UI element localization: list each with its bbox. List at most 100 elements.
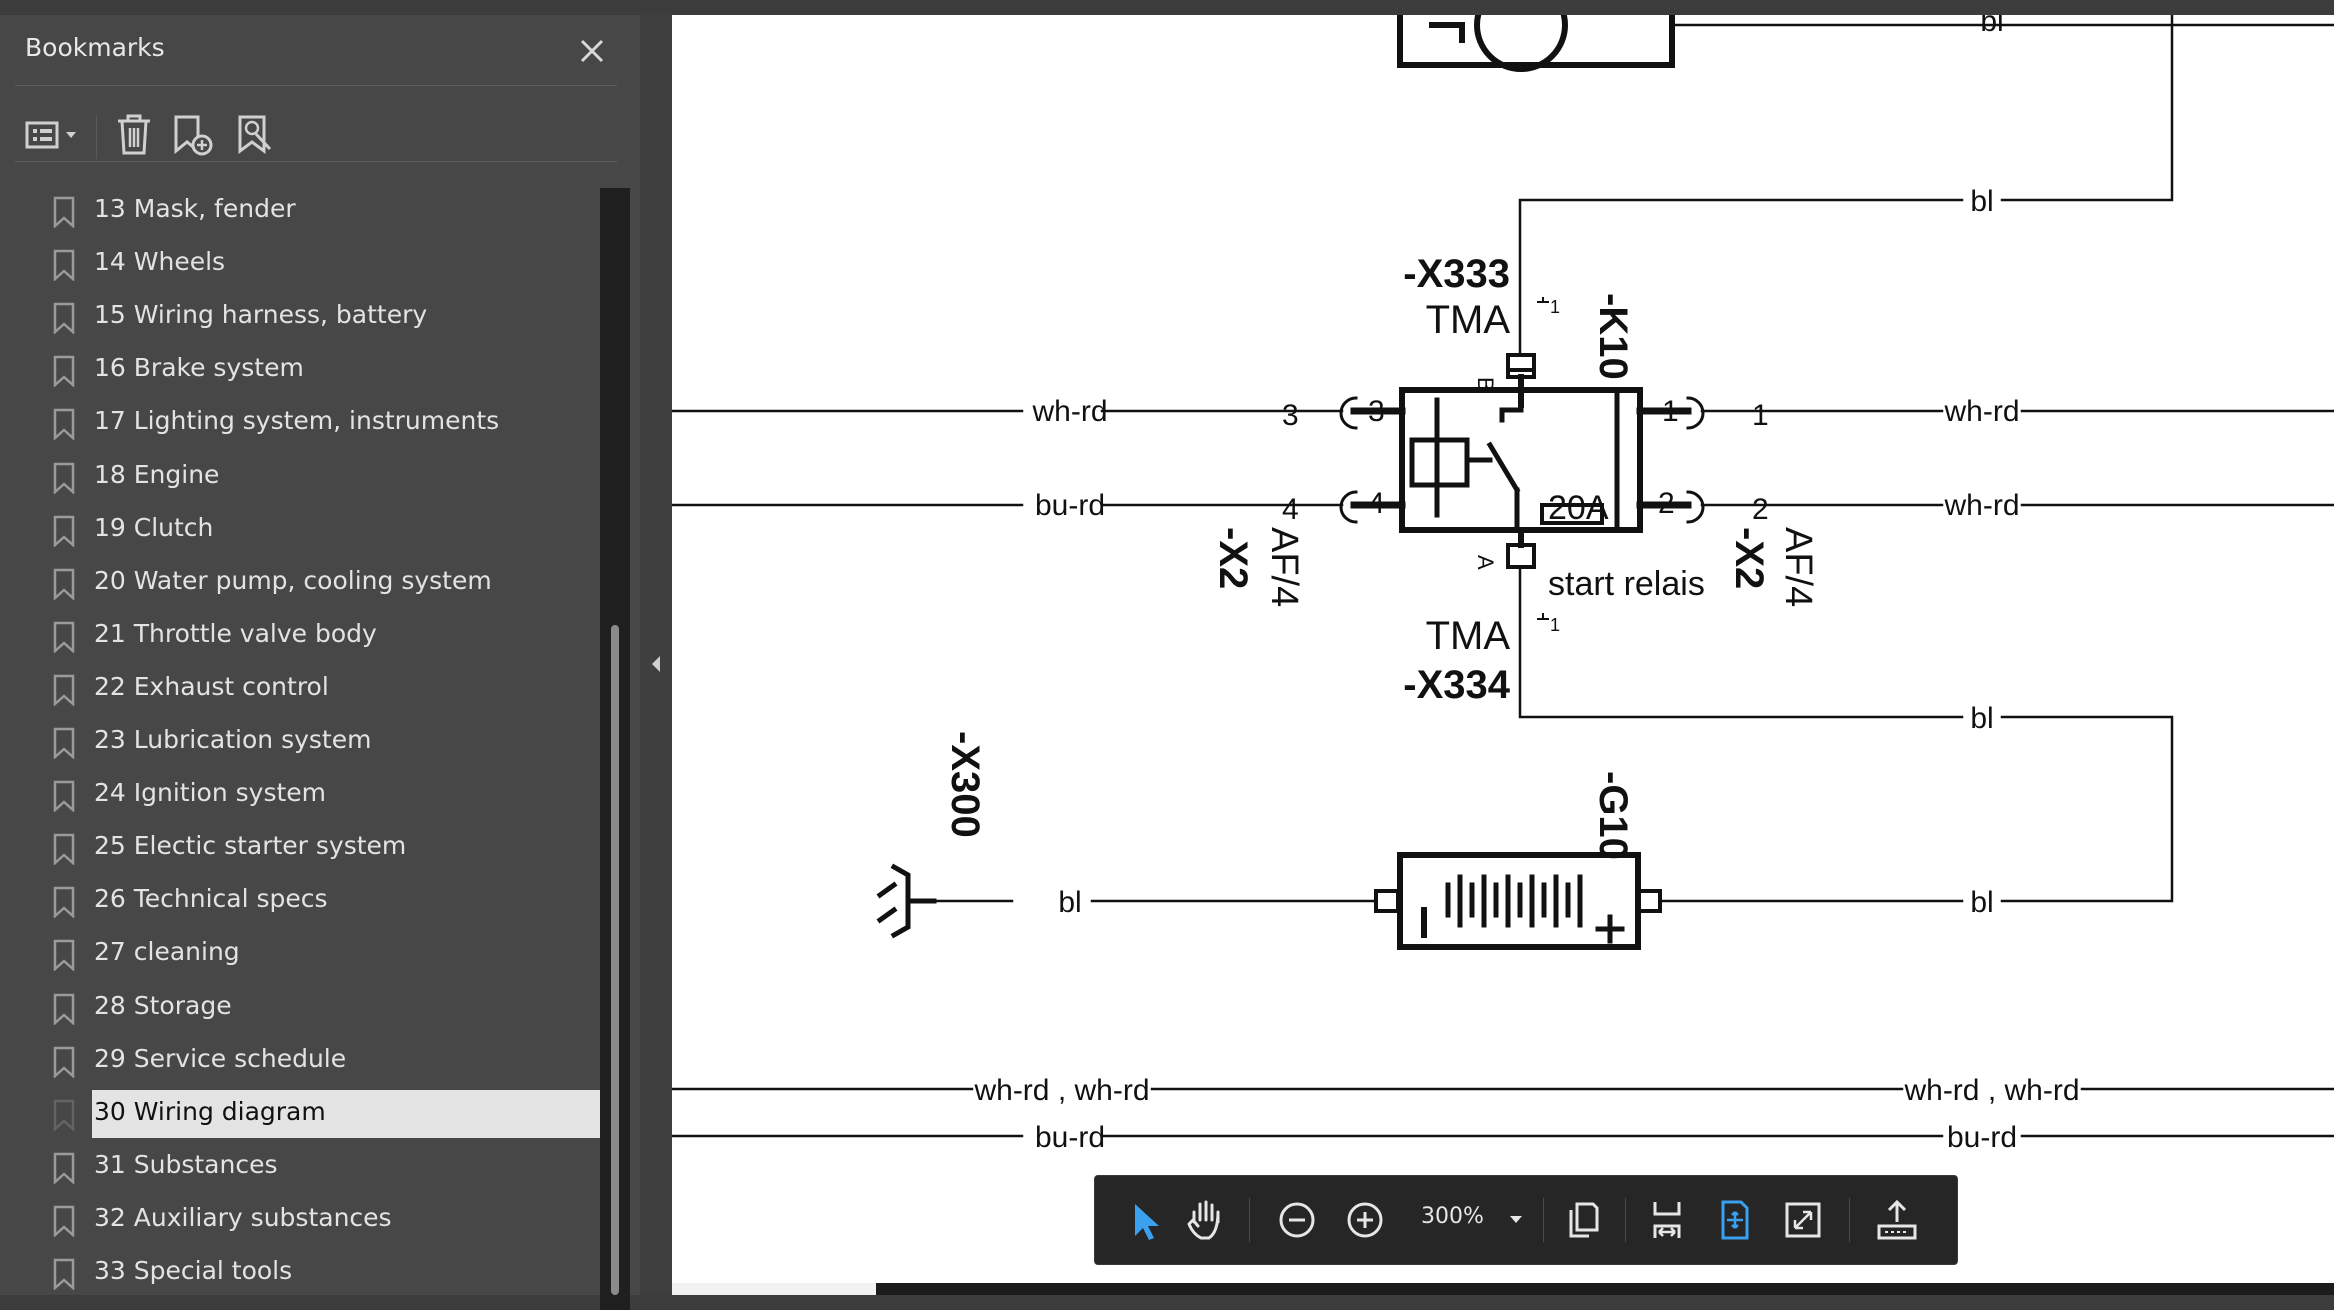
fuse-label: 20A xyxy=(1548,489,1609,527)
bookmark-icon xyxy=(52,462,76,495)
bookmark-icon xyxy=(52,993,76,1026)
bookmark-icon xyxy=(52,515,76,548)
bookmarks-panel: Bookmarks xyxy=(0,15,640,1310)
bookmark-item[interactable]: 29 Service schedule xyxy=(0,1036,600,1085)
pin-number: 3 xyxy=(1368,395,1385,428)
panel-splitter[interactable] xyxy=(640,15,672,1295)
bookmark-label: 24 Ignition system xyxy=(94,778,327,808)
bookmark-label: 33 Special tools xyxy=(94,1256,293,1285)
connector-id-label: -X2 xyxy=(1211,527,1255,589)
bookmark-icon xyxy=(52,568,76,601)
bookmark-label: 23 Lubrication system xyxy=(94,725,372,754)
page-footer-tab xyxy=(672,1283,876,1295)
bookmark-item[interactable]: 22 Exhaust control xyxy=(0,664,600,713)
bookmark-item[interactable]: 30 Wiring diagram xyxy=(0,1089,600,1138)
bookmark-item[interactable]: 20 Water pump, cooling system xyxy=(0,558,600,607)
pin-number: 1 xyxy=(1550,297,1560,317)
wiring-diagram: bl bl wh-rd bu-rd wh-rd wh-rd bl bl bl w… xyxy=(672,15,2334,1154)
bookmark-label: 31 Substances xyxy=(94,1149,278,1179)
fit-page-icon[interactable] xyxy=(1709,1194,1761,1246)
floating-toolbar: 300% xyxy=(1094,1175,1958,1265)
pin-letter: A xyxy=(1473,555,1498,570)
pin-number: 1 xyxy=(1662,395,1679,428)
bookmark-icon xyxy=(52,674,76,707)
bookmark-item[interactable]: 25 Electic starter system xyxy=(0,823,600,872)
bookmark-item[interactable]: 15 Wiring harness, battery xyxy=(0,292,600,341)
bookmark-item[interactable]: 17 Lighting system, instruments xyxy=(0,398,600,447)
divider xyxy=(15,161,617,162)
wire-label: wh-rd xyxy=(1943,489,2019,522)
bookmark-icon xyxy=(52,196,76,229)
zoom-level[interactable]: 300% xyxy=(1421,1204,1484,1229)
bookmark-icon xyxy=(52,408,76,442)
export-icon[interactable] xyxy=(1871,1194,1923,1246)
bookmark-icon xyxy=(52,355,76,389)
bookmark-item[interactable]: 14 Wheels xyxy=(0,239,600,288)
document-page: bl bl wh-rd bu-rd wh-rd wh-rd bl bl bl w… xyxy=(672,15,2334,1283)
bookmark-icon xyxy=(52,1046,76,1079)
bookmark-item[interactable]: 26 Technical specs xyxy=(0,876,600,925)
bookmark-label: 21 Throttle valve body xyxy=(94,618,377,648)
bookmark-label: 19 Clutch xyxy=(94,512,214,542)
pin-number: 4 xyxy=(1282,493,1299,526)
bookmark-label: 32 Auxiliary substances xyxy=(94,1202,392,1232)
bookmark-label: 17 Lighting system, instruments xyxy=(94,406,500,436)
bookmark-item[interactable]: 27 cleaning xyxy=(0,929,600,978)
bookmark-item[interactable]: 18 Engine xyxy=(0,452,600,501)
wire-label: wh-rd xyxy=(1943,395,2019,428)
bookmark-icon xyxy=(52,886,76,920)
bookmark-icon xyxy=(52,1205,76,1238)
bookmark-item[interactable]: 33 Special tools xyxy=(0,1248,600,1295)
chevron-down-icon[interactable] xyxy=(1505,1208,1527,1230)
add-bookmark-icon[interactable] xyxy=(170,111,214,159)
separator xyxy=(1849,1198,1850,1242)
bookmark-item[interactable]: 13 Mask, fender xyxy=(0,186,600,235)
connector-label: -X334 xyxy=(1403,663,1510,707)
pin-number: 1 xyxy=(1550,615,1560,635)
hand-icon[interactable] xyxy=(1179,1194,1231,1246)
wire-label: bl xyxy=(1970,185,1993,218)
bookmark-item[interactable]: 31 Substances xyxy=(0,1142,600,1191)
bookmark-label: 22 Exhaust control xyxy=(94,671,329,701)
bookmark-icon xyxy=(52,939,76,973)
separator xyxy=(1543,1198,1544,1242)
bookmark-item[interactable]: 21 Throttle valve body xyxy=(0,611,600,660)
wire-label: bl xyxy=(1058,886,1081,919)
bookmark-label: 18 Engine xyxy=(94,459,220,489)
find-bookmark-icon[interactable] xyxy=(234,111,278,159)
page-view-icon[interactable] xyxy=(1557,1194,1609,1246)
zoom-out-icon[interactable] xyxy=(1271,1194,1323,1246)
bookmark-item[interactable]: 24 Ignition system xyxy=(0,770,600,819)
bookmark-toolbar xyxy=(0,101,640,177)
bookmark-options-icon[interactable] xyxy=(24,111,84,159)
separator xyxy=(1625,1198,1626,1242)
bookmark-item[interactable]: 23 Lubrication system xyxy=(0,717,600,766)
connector-label: TMA xyxy=(1426,298,1511,342)
bookmark-item[interactable]: 32 Auxiliary substances xyxy=(0,1195,600,1244)
bookmark-item[interactable]: 16 Brake system xyxy=(0,345,600,394)
wire-label: bl xyxy=(1980,15,2003,38)
wire-label: wh-rd , wh-rd xyxy=(1903,1074,2079,1107)
pin-number: 4 xyxy=(1368,487,1385,520)
bookmark-icon xyxy=(52,1258,76,1291)
bookmark-label: 28 Storage xyxy=(94,990,232,1020)
zoom-in-icon[interactable] xyxy=(1339,1194,1391,1246)
scrollbar-thumb[interactable] xyxy=(611,625,619,1295)
bookmarks-title: Bookmarks xyxy=(25,33,165,62)
separator xyxy=(96,115,97,159)
collapse-panel-icon[interactable] xyxy=(646,650,666,678)
connector-label: -X333 xyxy=(1403,252,1510,296)
bookmark-label: 27 cleaning xyxy=(94,937,240,967)
bookmark-icon xyxy=(52,249,76,282)
close-icon[interactable] xyxy=(574,33,610,69)
separator xyxy=(1249,1198,1250,1242)
select-arrow-icon[interactable] xyxy=(1119,1194,1171,1246)
bookmark-icon xyxy=(52,727,76,760)
wire-label: bl xyxy=(1970,886,1993,919)
trash-icon[interactable] xyxy=(112,111,156,159)
fit-width-icon[interactable] xyxy=(1641,1194,1693,1246)
bookmark-item[interactable]: 28 Storage xyxy=(0,983,600,1032)
bookmark-item[interactable]: 19 Clutch xyxy=(0,505,600,554)
fullscreen-icon[interactable] xyxy=(1777,1194,1829,1246)
